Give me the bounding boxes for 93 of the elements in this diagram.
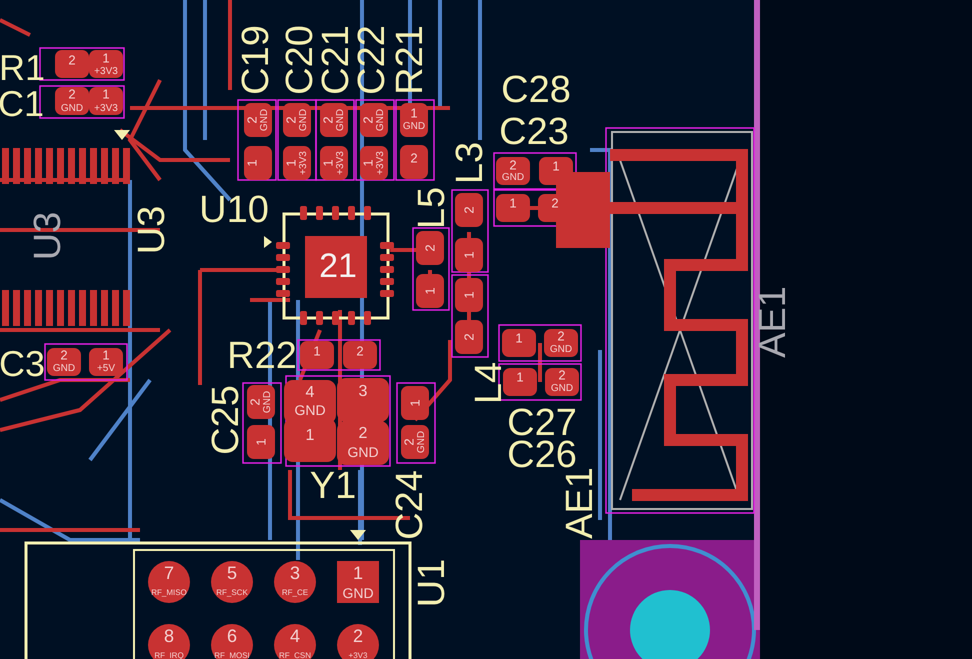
pad-number: 2 [248,398,262,406]
pad-number: 1 [552,160,560,172]
pad-number: 6 [227,627,237,645]
reference-designator: R21 [391,25,429,95]
pad-number: 2 [68,88,76,100]
reference-designator: C24 [391,470,429,540]
net-name: GND [336,108,346,132]
pad-number: 1 [509,196,517,210]
net-name: GND [263,390,273,414]
pad-number: 1 [462,251,476,259]
net-name: GND [402,122,426,132]
pad-number: 1 [408,399,422,407]
net-name: +3V3 [376,151,386,175]
pad-number: 1 [322,159,334,167]
pad-number: 1 [462,291,476,299]
pad-number: 2 [246,116,258,124]
reference-designator: AE1 [754,286,792,358]
net-name: +5V [96,364,116,374]
reference-designator: U3 [29,212,67,260]
pad-number: 1 [353,564,363,582]
net-name: GND [52,364,76,374]
reference-designator: C19 [237,25,275,95]
pad-number: 2 [322,116,334,124]
net-name: GND [294,403,326,417]
pad-number: 3 [290,564,300,582]
net-name: GND [347,445,379,459]
pad-number: 1 [410,106,418,120]
pad-number: 2 [362,116,374,124]
pad-number: 2 [462,206,476,214]
net-name: RF_CE [282,589,308,597]
reference-designator: U10 [199,191,269,229]
pad-number: 1 [306,428,314,444]
pad-number: 3 [358,384,368,400]
reference-designator: U3 [133,206,171,254]
net-name: +3V3 [299,151,309,175]
pad-number: 1 [516,370,524,384]
pad-number: 4 [306,385,314,401]
net-name: GND [550,384,574,394]
pad-number: 8 [164,627,174,645]
pad-number: 1 [515,332,523,344]
net-name: +3V3 [94,67,118,77]
net-name: RF_SCK [216,589,248,597]
net-name: GND [376,108,386,132]
net-name: GND [60,104,84,114]
pad-number: 2 [509,158,517,172]
net-name: GND [550,345,572,355]
pad-number: 1 [102,88,110,100]
pad-number: 5 [227,564,237,582]
net-name: GND [342,586,374,600]
pad-number: 1 [102,52,110,64]
pad-number: 2 [68,54,76,66]
reference-designator: C21 [317,25,355,95]
pad-number: 2 [353,627,363,645]
pad-number: 1 [102,348,110,362]
pad-number: 2 [558,368,566,382]
pad-number: 7 [164,564,174,582]
pad-number: 2 [551,196,559,210]
pad-number: 21 [319,249,357,283]
pad-number: 2 [462,333,476,341]
net-name: GND [502,173,524,183]
pad-number: 2 [557,330,565,342]
pad-number: 4 [290,627,300,645]
reference-designator: Y1 [310,467,356,505]
reference-designator: C25 [207,385,245,455]
pad-number: 1 [424,287,436,295]
reference-designator: C28 [501,71,571,109]
net-name: +3V3 [336,151,346,175]
pad-number: 1 [362,159,374,167]
reference-designator: C22 [353,25,391,95]
net-name: RF_MISO [151,589,187,597]
pad-number: 2 [410,152,418,164]
net-name: +3V3 [348,652,368,659]
pad-number: 2 [356,344,364,358]
reference-designator: L4 [470,362,508,404]
reference-designator: U1 [413,558,451,608]
pad-number: 1 [284,159,298,167]
reference-designator: C23 [499,113,569,151]
pad-number: 2 [284,116,298,124]
pad-number: 1 [246,159,258,167]
pad-number: 2 [402,438,416,446]
net-name: GND [417,430,427,454]
reference-designator: L5 [413,186,451,230]
net-name: GND [299,108,309,132]
pad-number: 2 [60,348,68,362]
net-name: GND [260,108,270,132]
net-name: +3V3 [94,104,118,114]
pad-number: 2 [358,426,368,442]
reference-designator: C3 [0,346,46,382]
pad-number: 1 [254,438,268,446]
reference-designator: L3 [451,142,489,184]
pad-number: 2 [424,244,436,252]
pad-number: 1 [313,344,321,358]
reference-designator: C20 [281,25,319,95]
